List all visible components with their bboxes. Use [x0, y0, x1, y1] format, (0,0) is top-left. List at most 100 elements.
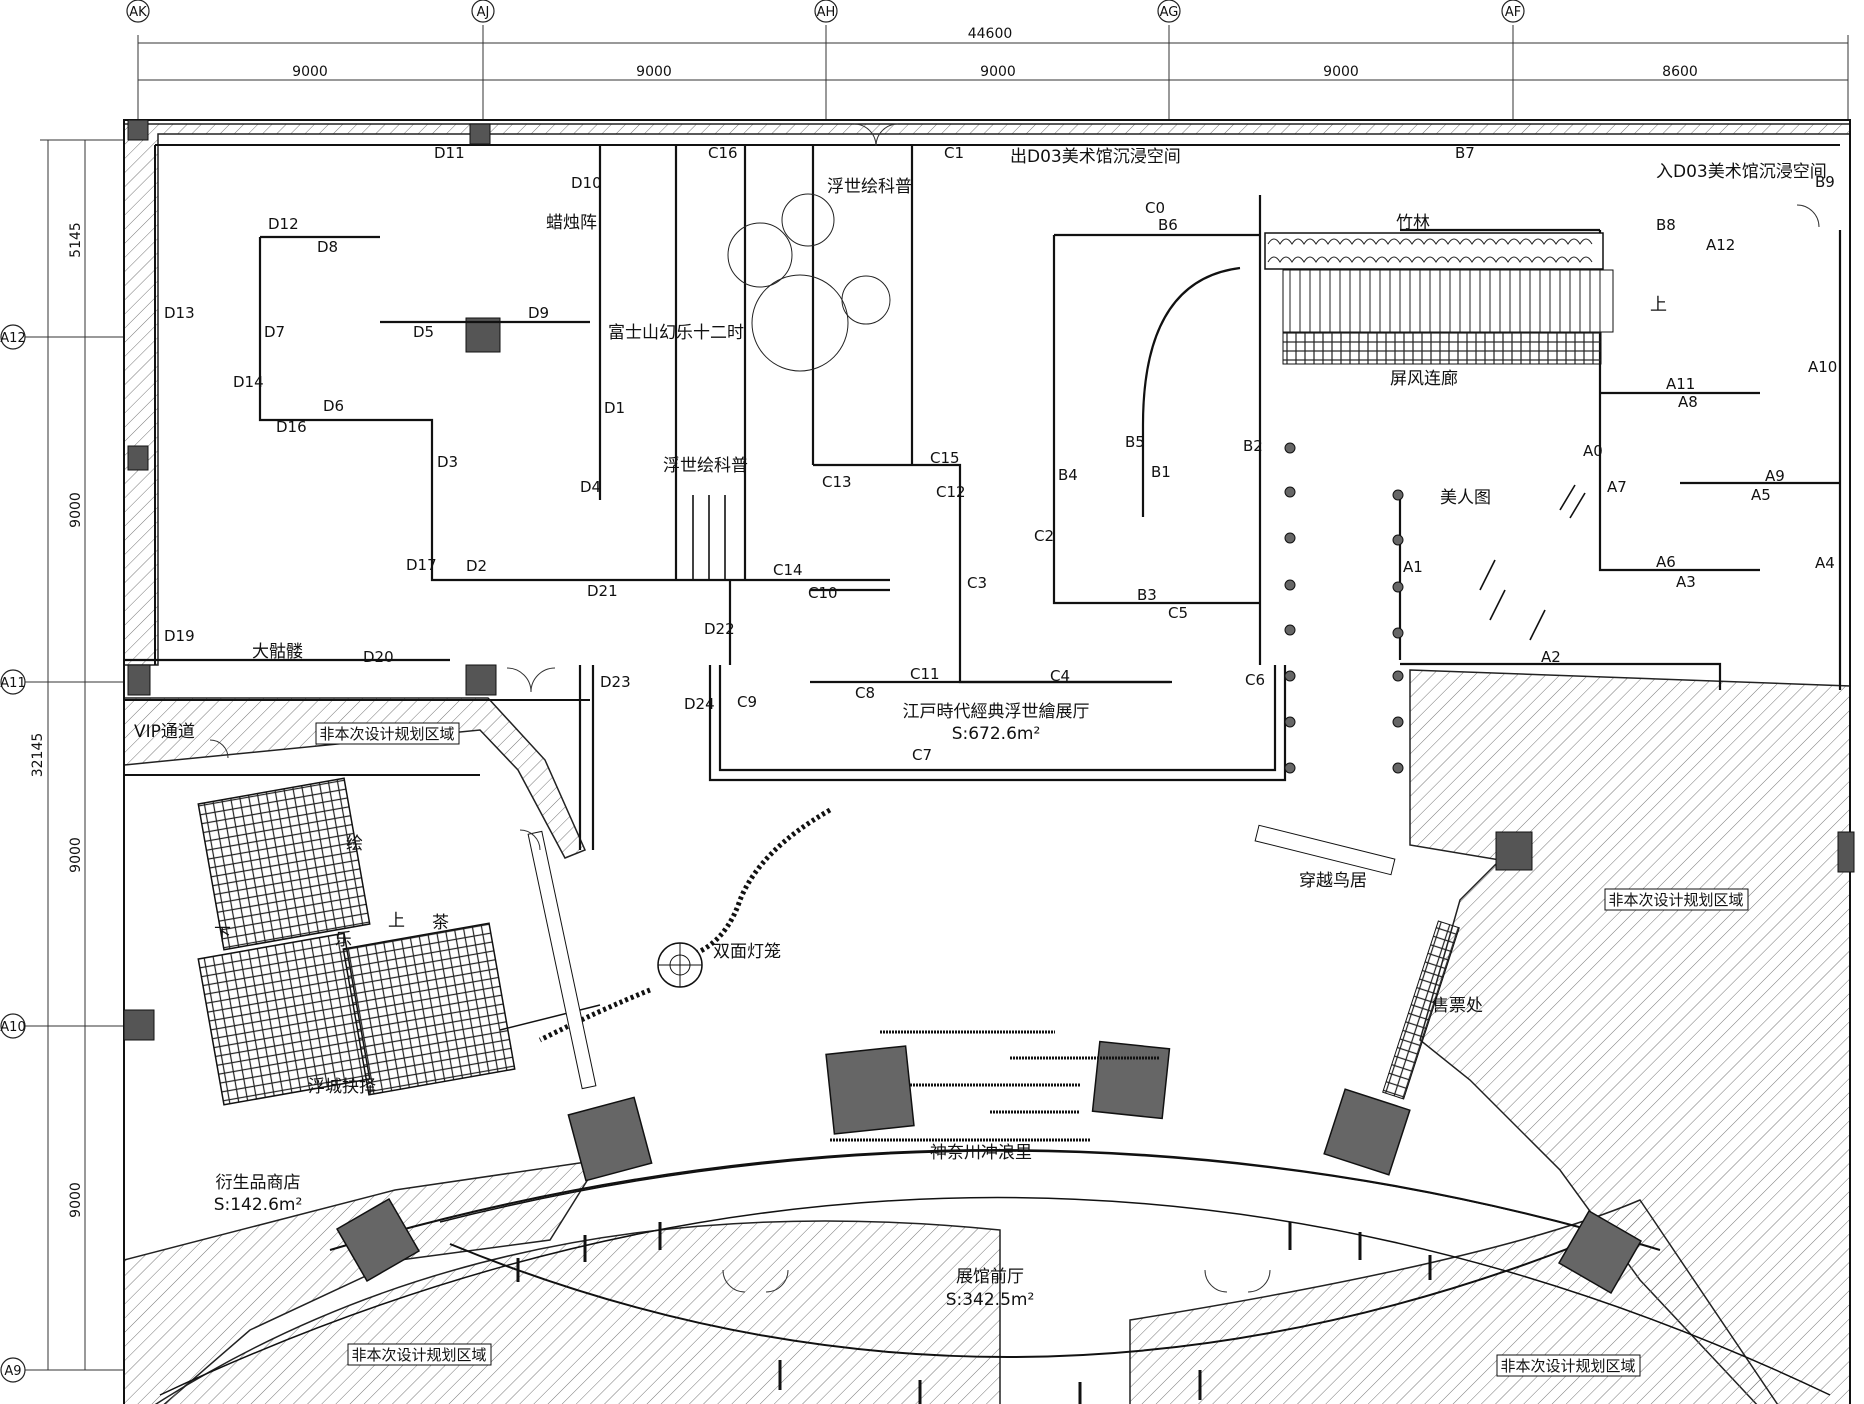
dim-bay-1: 9000: [292, 64, 328, 80]
wall-c4: C4: [1050, 667, 1070, 685]
door-swings: [209, 123, 1820, 1293]
zone-screen-corridor: 屏风连廊: [1390, 369, 1458, 389]
light-dots: [1284, 442, 1404, 774]
zone-ticket: 售票处: [1432, 996, 1483, 1016]
wall-a4: A4: [1815, 554, 1835, 572]
lantern-string-2: [538, 987, 651, 1043]
non-design-tag-2: 非本次设计规划区域: [1608, 891, 1743, 909]
non-design-tags: [315, 722, 1749, 1377]
wall-b9: B9: [1815, 173, 1835, 191]
wall-b5: B5: [1125, 433, 1145, 451]
wall-b1: B1: [1151, 463, 1171, 481]
wall-b3: B3: [1137, 586, 1157, 604]
zone-kanagawa: 神奈川冲浪里: [930, 1143, 1032, 1163]
screen-corridor-floor: [1282, 331, 1602, 365]
room-lobby-name: 展馆前厅: [956, 1267, 1024, 1287]
grid-col-ah: AH: [817, 5, 836, 20]
wall-d5: D5: [413, 323, 434, 341]
wall-d13: D13: [164, 304, 195, 322]
dim-row-1: 5145: [68, 222, 84, 258]
wall-d10: D10: [571, 174, 602, 192]
zone-entry-d03: 入D03美术馆沉浸空间: [1656, 162, 1827, 182]
wall-c6: C6: [1245, 671, 1265, 689]
wall-d19: D19: [164, 627, 195, 645]
dim-bay-4: 9000: [1323, 64, 1359, 80]
wall-d20: D20: [363, 648, 394, 666]
dim-bay-5: 8600: [1662, 64, 1698, 80]
wall-d17: D17: [406, 556, 437, 574]
screen-corridor-slats: [1289, 270, 1601, 332]
wall-d7: D7: [264, 323, 285, 341]
zone-le: 乐: [335, 930, 352, 950]
wave-lines: [830, 1030, 1160, 1142]
wall-c1: C1: [944, 144, 964, 162]
room-main-hall-name: 江戸時代經典浮世繪展厅: [903, 702, 1090, 722]
grid-col-ag: AG: [1160, 5, 1179, 20]
wall-b6: B6: [1158, 216, 1178, 234]
zone-floating-city: 浮城抉择: [308, 1077, 376, 1097]
wall-d23: D23: [600, 673, 631, 691]
zone-up-1: 上: [388, 911, 405, 931]
zone-fuji: 富士山幻乐十二时: [608, 323, 744, 343]
wall-a3: A3: [1676, 573, 1696, 591]
wall-b2: B2: [1243, 437, 1263, 455]
lobby-arc-outer: [159, 1196, 1831, 1396]
grid-row-a11: A11: [0, 676, 25, 691]
lobby-arc-inner: [439, 1150, 1561, 1223]
dim-row-4: 9000: [68, 1182, 84, 1218]
dim-total-height: 32145: [30, 733, 46, 778]
zone-beauty: 美人图: [1440, 488, 1491, 508]
zone-down-1: 下: [214, 925, 231, 945]
zone-up-2: 上: [1650, 295, 1667, 315]
candle-array-circles: [727, 193, 891, 372]
wall-d8: D8: [317, 238, 338, 256]
zone-candle-array: 蜡烛阵: [546, 213, 597, 233]
wall-d24: D24: [684, 695, 715, 713]
wall-d12: D12: [268, 215, 299, 233]
kanagawa-platforms: [335, 1040, 1643, 1295]
grid-col-aj: AJ: [477, 5, 490, 20]
wall-d4: D4: [580, 478, 601, 496]
wall-d9: D9: [528, 304, 549, 322]
wall-d1: D1: [604, 399, 625, 417]
wall-c5: C5: [1168, 604, 1188, 622]
zone-double-lantern: 双面灯笼: [713, 942, 781, 962]
wall-a7: A7: [1607, 478, 1627, 496]
wall-a9: A9: [1765, 467, 1785, 485]
outer-walls: [123, 119, 1851, 1404]
dim-total-width: 44600: [968, 26, 1013, 42]
wall-c11: C11: [910, 665, 940, 683]
interior-walls: [124, 145, 1842, 850]
walkway: [527, 830, 597, 1090]
wall-b8: B8: [1656, 216, 1676, 234]
wall-b7: B7: [1455, 144, 1475, 162]
dim-row-3: 9000: [68, 837, 84, 873]
zone-hui: 绘: [346, 834, 363, 854]
zone-vip: VIP通道: [134, 722, 195, 742]
wall-labels: D11 D10 D12 D8 D13 D7 D5 D9 D14 D6 D16 D…: [164, 144, 1837, 764]
wall-c10: C10: [808, 584, 838, 602]
grid-column-bubbles: [0, 0, 1525, 1383]
wall-b4: B4: [1058, 466, 1078, 484]
wall-c9: C9: [737, 693, 757, 711]
grid-row-a9: A9: [4, 1364, 21, 1379]
wall-a12: A12: [1706, 236, 1735, 254]
room-lobby-area: S:342.5m²: [946, 1290, 1035, 1310]
torii-gate: [1254, 824, 1396, 876]
wall-d22: D22: [704, 620, 735, 638]
non-design-tag-3: 非本次设计规划区域: [351, 1346, 486, 1364]
wall-c7: C7: [912, 746, 932, 764]
wall-c3: C3: [967, 574, 987, 592]
wall-d3: D3: [437, 453, 458, 471]
dim-bay-2: 9000: [636, 64, 672, 80]
non-design-tag-4: 非本次设计规划区域: [1500, 1357, 1635, 1375]
zone-bamboo: 竹林: [1396, 213, 1430, 233]
lantern-string: [659, 807, 832, 963]
room-main-hall-area: S:672.6m²: [952, 724, 1041, 744]
lobby-posts: [516, 1222, 1432, 1404]
grid-col-ak: AK: [129, 5, 147, 20]
wall-d11: D11: [434, 144, 465, 162]
wall-d16: D16: [276, 418, 307, 436]
wall-c15: C15: [930, 449, 960, 467]
